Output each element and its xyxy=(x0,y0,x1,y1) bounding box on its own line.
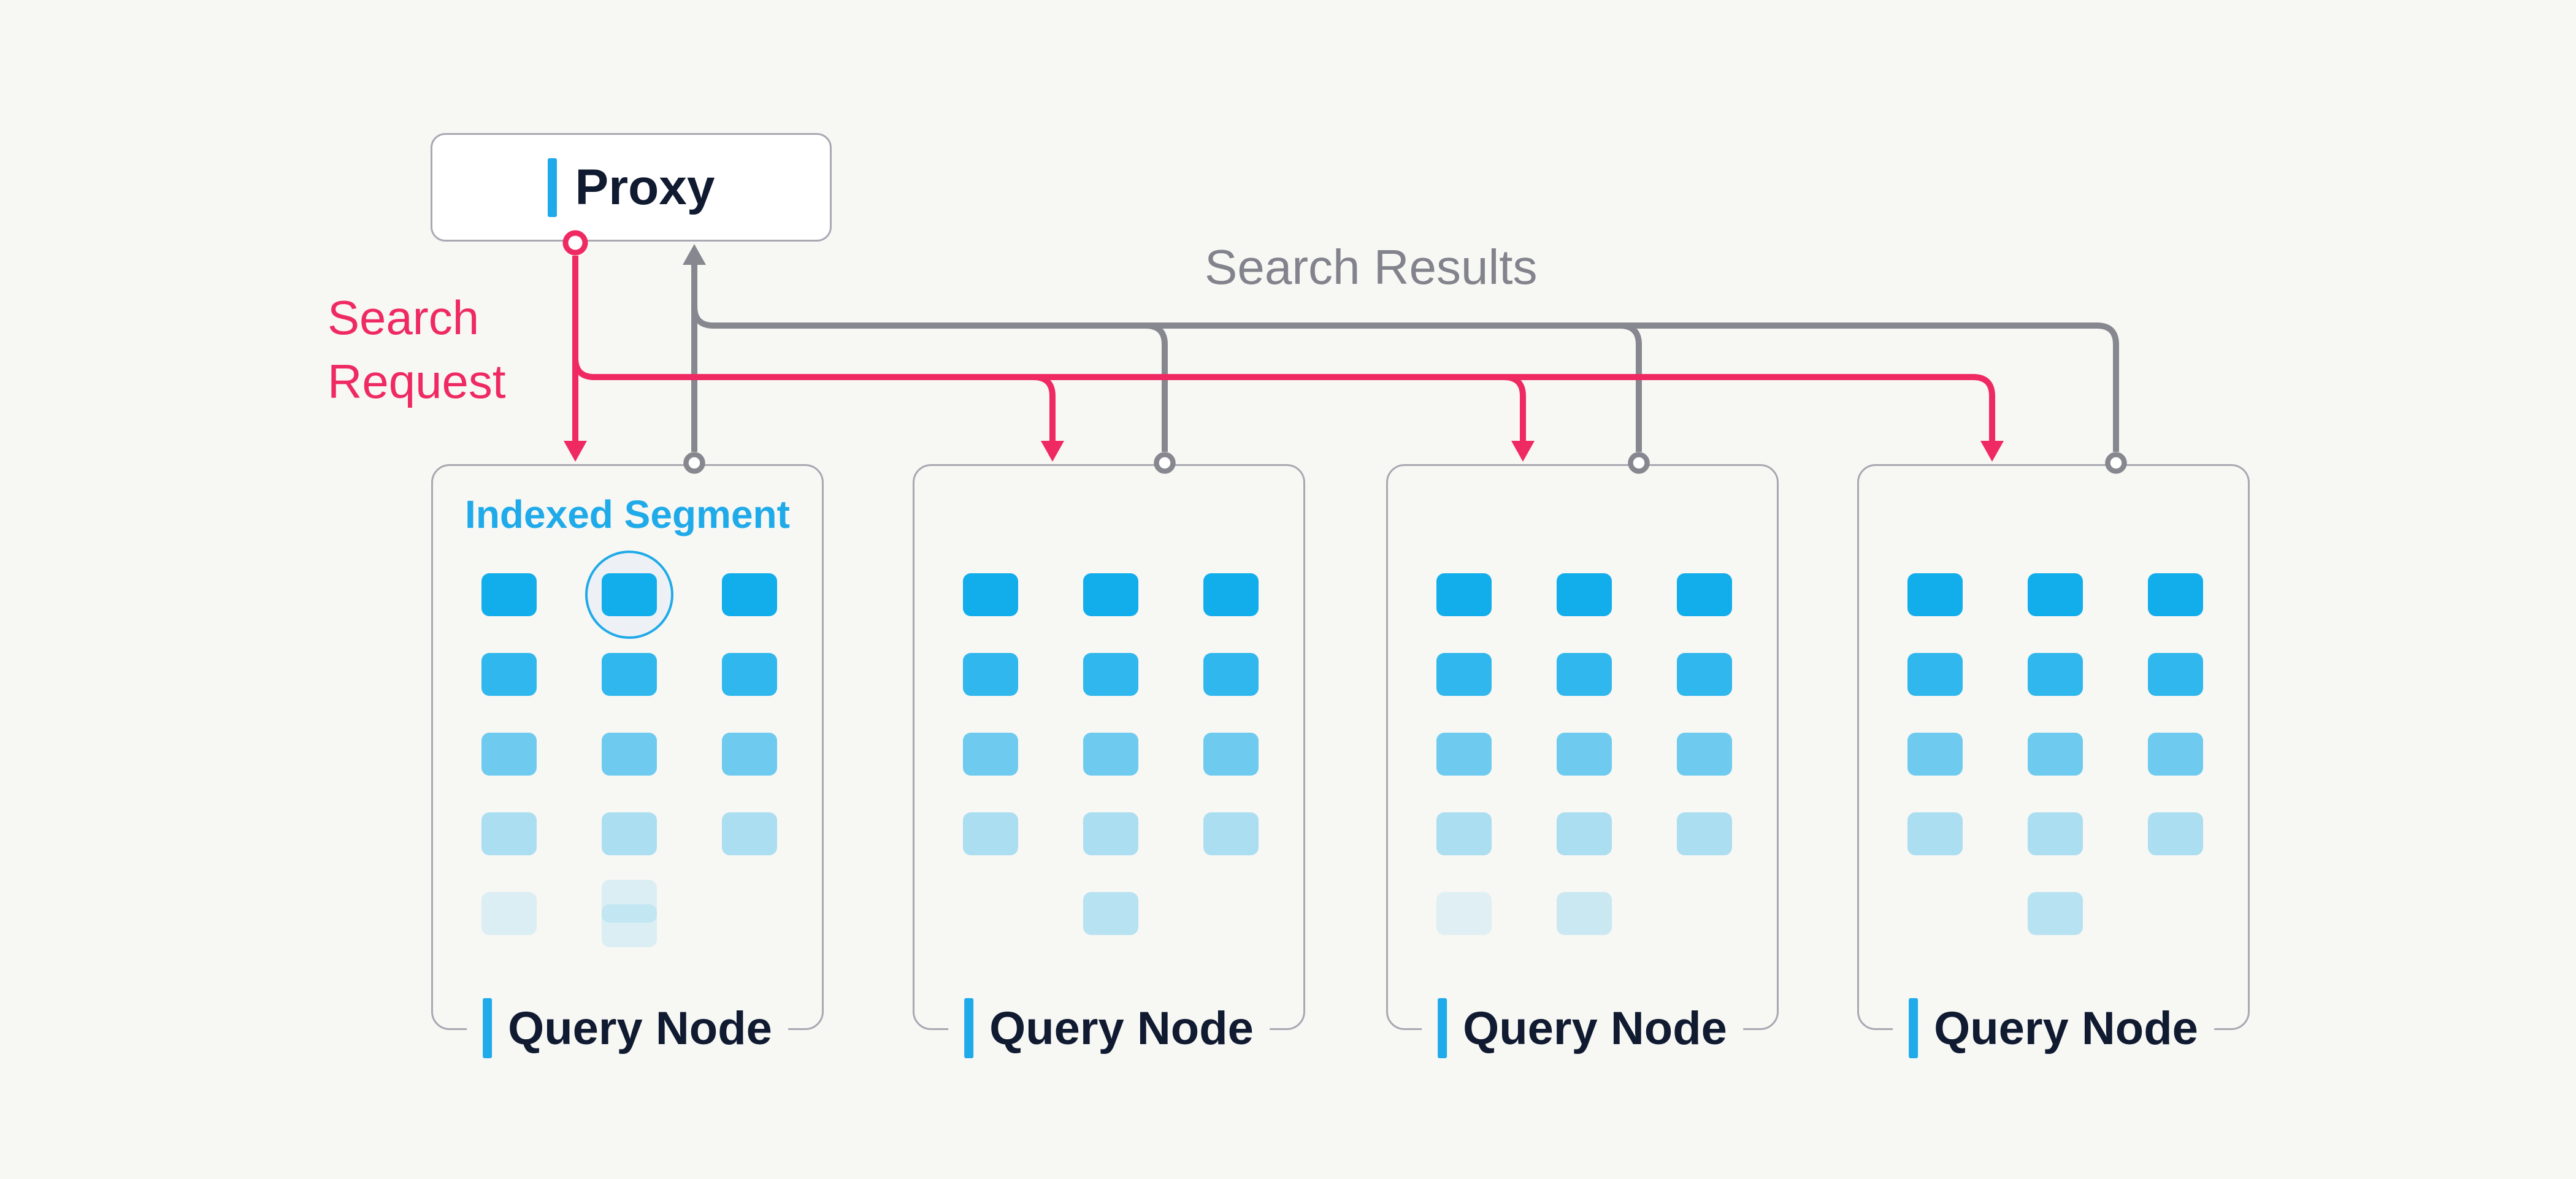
segment-square xyxy=(1557,653,1612,696)
query-node-label: Query Node xyxy=(989,1002,1254,1055)
segment-square xyxy=(722,573,777,616)
segment-square xyxy=(722,733,777,776)
query-node-label: Query Node xyxy=(1934,1002,2198,1055)
segment-square xyxy=(1203,573,1259,616)
segment-square xyxy=(1203,812,1259,855)
segment-square xyxy=(1083,892,1138,935)
results-riser-node3 xyxy=(1619,322,1642,452)
segment-square xyxy=(1677,653,1732,696)
query-node-box-3: Query Node xyxy=(1386,464,1779,1058)
segment-square xyxy=(963,812,1018,855)
segment-square xyxy=(1203,733,1259,776)
segment-square xyxy=(602,812,657,855)
segment-square xyxy=(481,812,537,855)
query-node-label: Query Node xyxy=(508,1002,772,1055)
segment-square xyxy=(1557,892,1612,935)
segment-square xyxy=(602,653,657,696)
segment-square xyxy=(1557,812,1612,855)
request-drop-node3 xyxy=(1503,374,1526,441)
results-arrowhead-proxy-icon xyxy=(683,244,706,265)
segment-square xyxy=(722,653,777,696)
request-arrowhead-icon xyxy=(1041,441,1064,462)
segment-square xyxy=(1436,653,1492,696)
segment-square xyxy=(481,653,537,696)
segment-square xyxy=(2148,573,2203,616)
segment-square xyxy=(1436,733,1492,776)
segment-square xyxy=(1677,573,1732,616)
segment-square xyxy=(1203,653,1259,696)
segment-square xyxy=(2148,653,2203,696)
segment-square xyxy=(963,733,1018,776)
segment-square xyxy=(481,892,537,935)
accent-bar-icon xyxy=(1438,998,1447,1058)
segment-square xyxy=(1083,812,1138,855)
segment-square xyxy=(2148,812,2203,855)
segment-square xyxy=(602,733,657,776)
segment-square xyxy=(1436,812,1492,855)
segment-square xyxy=(602,573,657,616)
indexed-segment-label: Indexed Segment xyxy=(465,492,790,536)
segment-square xyxy=(481,733,537,776)
segment-square xyxy=(1083,653,1138,696)
request-arrowheads xyxy=(564,441,2004,462)
query-node-label: Query Node xyxy=(1463,1002,1727,1055)
segment-square xyxy=(1436,573,1492,616)
segment-square xyxy=(1907,653,1963,696)
segment-square xyxy=(2028,812,2083,855)
segment-square xyxy=(2148,733,2203,776)
query-node-label-group: Query Node xyxy=(1422,998,1743,1058)
accent-bar-icon xyxy=(483,998,493,1058)
segment-square xyxy=(1677,733,1732,776)
accent-bar-icon xyxy=(547,158,557,217)
accent-bar-icon xyxy=(1909,998,1919,1058)
request-drop-node2 xyxy=(1033,374,1056,441)
segment-square xyxy=(2028,892,2083,935)
query-node-label-group: Query Node xyxy=(1893,998,2214,1058)
segment-square xyxy=(1557,733,1612,776)
proxy-box: Proxy xyxy=(431,133,832,242)
request-arrowhead-icon xyxy=(1511,441,1535,462)
query-node-label-group: Query Node xyxy=(948,998,1270,1058)
request-trunk-line xyxy=(572,357,1995,441)
segment-square xyxy=(963,573,1018,616)
segment-square xyxy=(481,573,537,616)
search-request-label: Search Request xyxy=(328,291,506,408)
segment-square xyxy=(963,653,1018,696)
accent-bar-icon xyxy=(964,998,974,1058)
proxy-label: Proxy xyxy=(575,159,715,215)
request-arrowhead-icon xyxy=(564,441,587,462)
segment-square xyxy=(1557,573,1612,616)
segment-square xyxy=(1083,573,1138,616)
segment-square xyxy=(1907,812,1963,855)
segment-square xyxy=(1677,812,1732,855)
segment-square-stacked xyxy=(602,880,657,923)
segment-square-stacked xyxy=(602,904,657,947)
segment-square xyxy=(1907,733,1963,776)
query-node-box-4: Query Node xyxy=(1857,464,2250,1058)
request-arrowhead-icon xyxy=(1980,441,2004,462)
segment-square xyxy=(2028,653,2083,696)
segment-square xyxy=(1907,573,1963,616)
segment-square xyxy=(2028,733,2083,776)
query-node-box-2: Query Node xyxy=(913,464,1305,1058)
segment-square xyxy=(2028,573,2083,616)
segment-square xyxy=(1083,733,1138,776)
segment-square xyxy=(1436,892,1492,935)
segment-square xyxy=(722,812,777,855)
query-node-label-group: Query Node xyxy=(467,998,788,1058)
results-riser-node2 xyxy=(1145,322,1168,452)
results-trunk-line xyxy=(691,306,2119,452)
search-results-label: Search Results xyxy=(1205,240,1538,294)
